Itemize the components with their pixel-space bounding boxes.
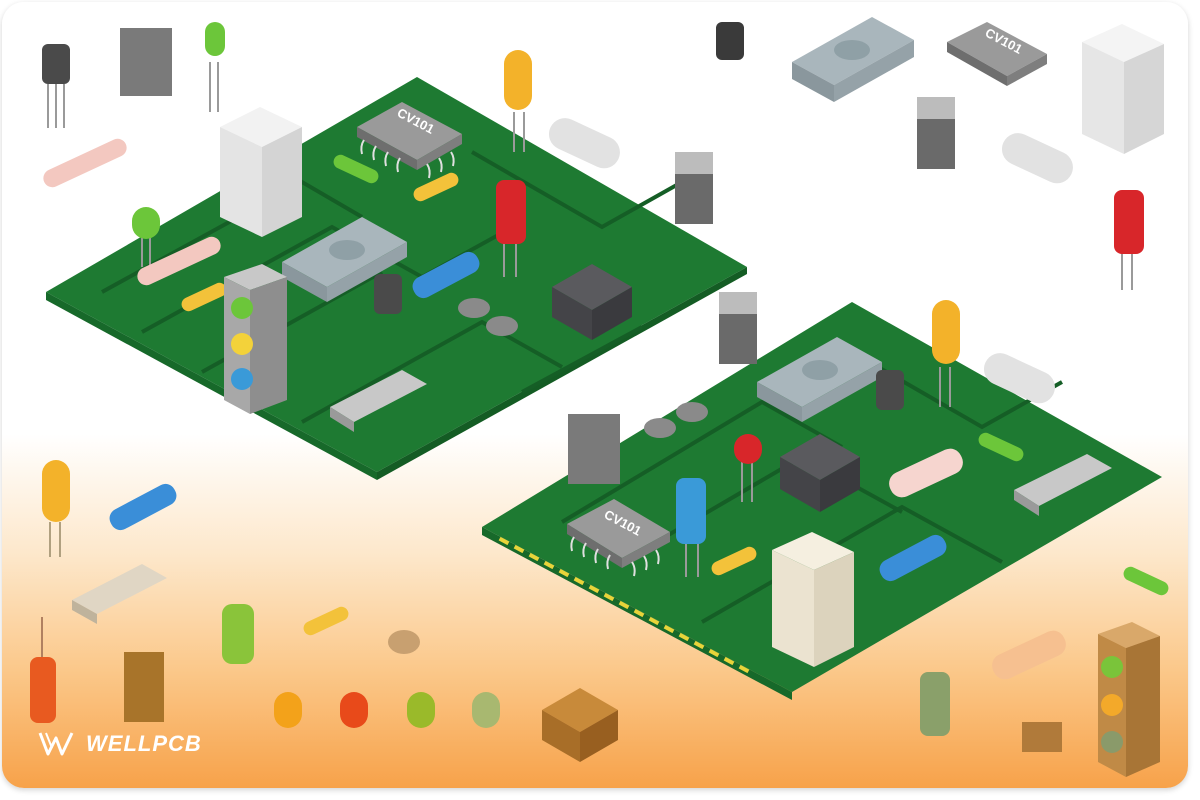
dark-cube-component (552, 264, 632, 340)
transistor (876, 370, 904, 410)
led-yellow (932, 300, 960, 407)
transistor (42, 44, 70, 128)
wellpcb-logo-icon (38, 732, 74, 756)
pcb-illustration: CV101 CV101 CV101 (2, 2, 1169, 777)
white-module-block (220, 107, 302, 237)
inductor-blue (109, 483, 177, 531)
led-indicator-panel (224, 264, 287, 414)
led-green (472, 692, 500, 728)
ic-chip-cv101-loose: CV101 (947, 22, 1047, 86)
cylinder-capacitor-white (548, 118, 620, 169)
wellpcb-logo: WELLPCB (38, 730, 202, 758)
resistor-pink (43, 138, 127, 188)
relay-component (792, 17, 914, 102)
led-green (205, 22, 225, 112)
resistor-green (978, 432, 1024, 462)
dip-chip (72, 564, 167, 624)
led-green (132, 207, 160, 267)
led-indicator-panel (1098, 622, 1160, 777)
cylinder-capacitor-white (1001, 133, 1073, 184)
capacitor-red (1114, 190, 1144, 290)
led-red (340, 692, 368, 728)
cylinder-capacitor-white (983, 353, 1055, 404)
resistor-yellow (711, 546, 757, 576)
gray-module (1022, 722, 1062, 752)
led-yellow (504, 50, 532, 152)
voltage-regulator (675, 152, 713, 224)
resistor-pink (992, 630, 1066, 680)
toroid-coil (388, 630, 420, 654)
resistor-yellow (303, 606, 349, 636)
white-module-block (1082, 24, 1164, 154)
led-yellow (42, 460, 70, 557)
voltage-regulator (719, 292, 757, 364)
white-module-block (772, 532, 854, 667)
resistor-green (333, 154, 379, 184)
gray-module (120, 28, 172, 96)
led-green (407, 692, 435, 728)
illustration-frame: CV101 CV101 CV101 (2, 2, 1188, 788)
toroid-coil (644, 402, 708, 438)
dip-chip (330, 370, 427, 432)
led-orange (274, 692, 302, 728)
resistor-green (1123, 566, 1169, 596)
relay-component (757, 337, 882, 422)
voltage-regulator (917, 97, 955, 169)
capacitor-orange (30, 617, 56, 723)
toroid-coil (458, 298, 518, 336)
resistor-pink (889, 448, 963, 498)
resistor-yellow (413, 172, 459, 202)
capacitor-blue (676, 478, 706, 577)
dip-chip (1014, 454, 1112, 516)
logo-text: WELLPCB (86, 731, 202, 756)
led-red (734, 434, 762, 502)
gray-module (568, 414, 620, 484)
transistor (716, 22, 744, 60)
relay-component (282, 217, 407, 302)
resistor-yellow (181, 282, 227, 312)
voltage-regulator (124, 652, 164, 722)
ic-chip-cv101-board-left: CV101 (357, 102, 462, 179)
capacitor-green (920, 672, 950, 736)
transistor (374, 274, 402, 314)
inductor-blue (879, 534, 947, 582)
resistor-green (222, 604, 254, 664)
resistor-pink (137, 236, 221, 286)
dark-cube-component (780, 434, 860, 512)
brown-cube-component (542, 688, 618, 762)
capacitor-red (496, 180, 526, 277)
gold-edge-connector (2, 2, 12, 6)
inductor-blue (412, 251, 480, 299)
